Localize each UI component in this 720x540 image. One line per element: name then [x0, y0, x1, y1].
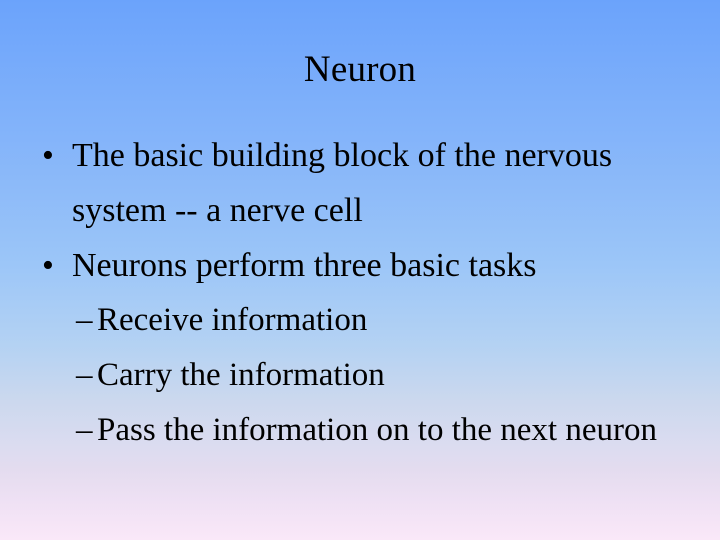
slide-body: • The basic building block of the nervou…	[0, 128, 720, 458]
round-bullet-icon: •	[42, 247, 54, 284]
sub-list-item-label: Pass the information on to the next neur…	[97, 412, 657, 448]
dash-bullet-icon: –	[76, 357, 93, 393]
list-item-label: Neurons perform three basic tasks	[72, 247, 537, 284]
sub-list-item: – Pass the information on to the next ne…	[0, 403, 720, 458]
list-item: • Neurons perform three basic tasks	[0, 238, 720, 293]
list-item: • The basic building block of the nervou…	[0, 128, 720, 238]
sub-list-item-label: Receive information	[97, 302, 368, 338]
list-item-label: The basic building block of the nervous …	[72, 137, 613, 229]
sub-list-item: – Receive information	[0, 293, 720, 348]
page-title: Neuron	[303, 49, 417, 90]
sub-list-item: – Carry the information	[0, 348, 720, 403]
sub-list-item-label: Carry the information	[97, 357, 385, 393]
dash-bullet-icon: –	[76, 412, 93, 448]
round-bullet-icon: •	[42, 137, 54, 174]
dash-bullet-icon: –	[76, 302, 93, 338]
